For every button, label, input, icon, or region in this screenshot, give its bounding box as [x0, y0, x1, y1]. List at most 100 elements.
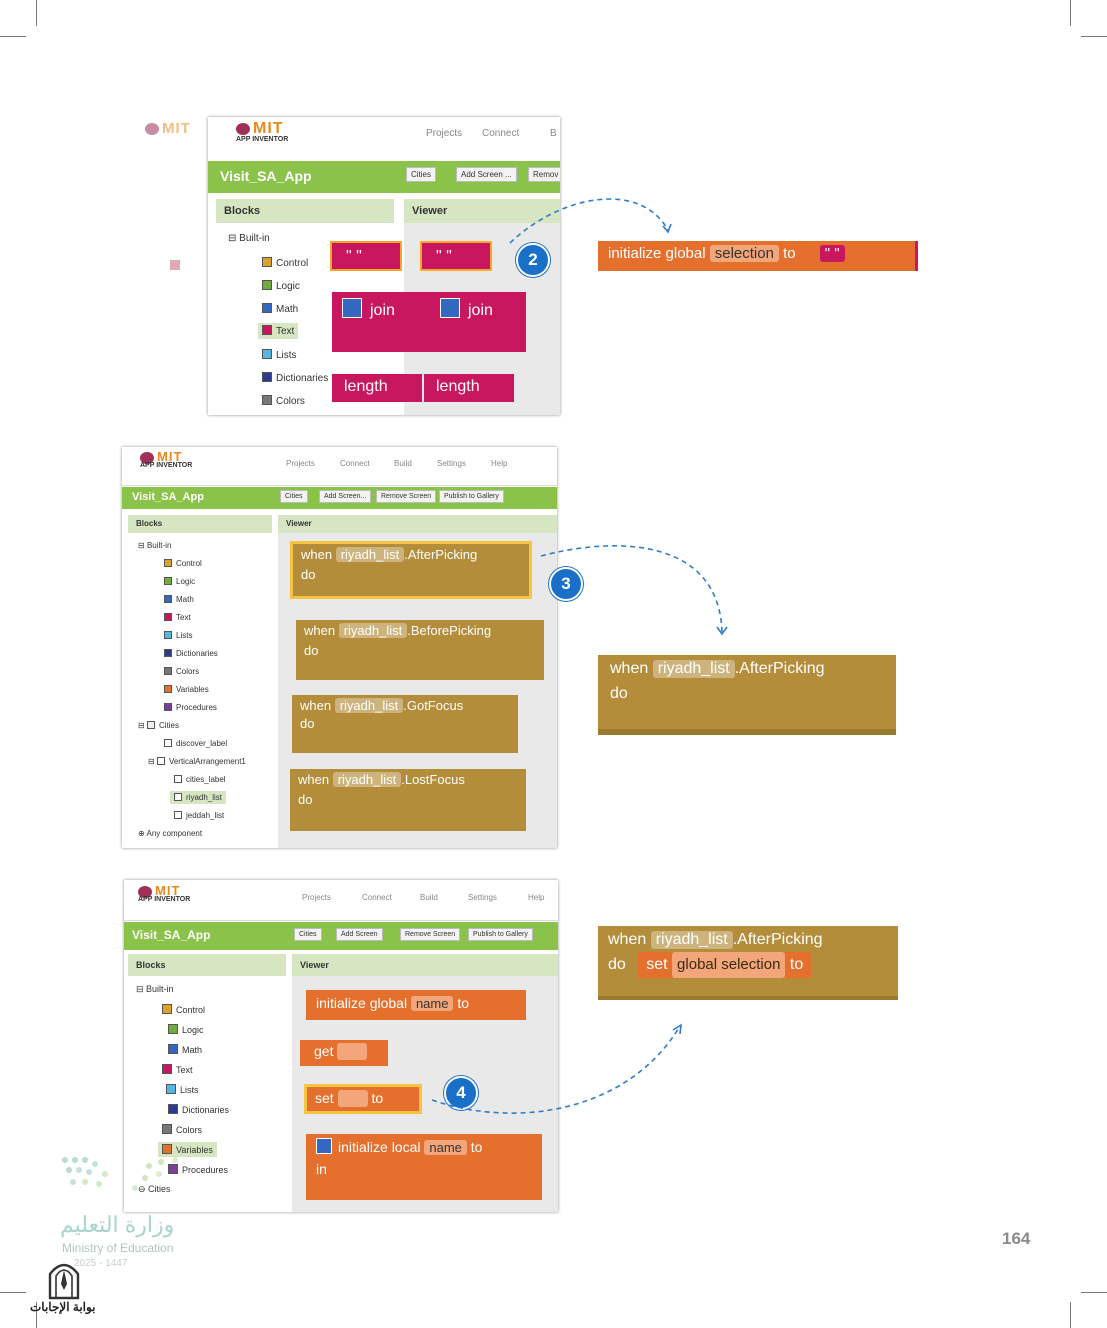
component-slot: riyadh_list [652, 660, 735, 678]
tree-item-variables[interactable]: Variables [164, 685, 209, 694]
text-string-block-dragged[interactable]: " " [420, 241, 492, 271]
colors-icon [262, 395, 272, 405]
watermark-emblem [44, 1256, 84, 1300]
publish-gallery-button[interactable]: Publish to Gallery [468, 928, 533, 941]
tree-screen-cities[interactable]: ⊖ Cities [138, 1184, 171, 1194]
step-badge-3: 3 [549, 567, 583, 601]
tree-component[interactable]: discover_label [164, 739, 227, 748]
math-icon [262, 303, 272, 313]
menu-build[interactable]: Build [420, 893, 438, 902]
global-selection-slot: global selection [672, 952, 786, 978]
tree-any-component[interactable]: ⊕ Any component [138, 829, 203, 838]
menu-connect[interactable]: Connect [362, 893, 392, 902]
tree-item-text[interactable]: Text [162, 1064, 193, 1075]
blocks-tree: ⊟ Built-in Control Logic Math Text Lists… [128, 533, 272, 848]
tree-item-dictionaries[interactable]: Dictionaries [164, 649, 218, 658]
menu-projects[interactable]: Projects [426, 128, 463, 139]
menu-projects[interactable]: Projects [302, 893, 331, 902]
tree-item-math[interactable]: Math [168, 1044, 202, 1055]
arrangement-icon [156, 757, 165, 765]
tree-item-procedures[interactable]: Procedures [164, 703, 217, 712]
add-screen-button[interactable]: Add Screen... [319, 490, 372, 503]
length-block[interactable]: length [332, 374, 422, 402]
initialize-global-block[interactable]: initialize global name to [306, 990, 526, 1020]
set-variable-block[interactable]: set to [304, 1084, 422, 1114]
tree-screen-cities[interactable]: ⊟ Cities [138, 721, 179, 730]
project-bar: Visit_SA_App Cities Add Screen ... Remov [208, 161, 560, 193]
lists-icon [166, 1084, 176, 1094]
tree-item-colors[interactable]: Colors [164, 667, 199, 676]
tree-item-dictionaries[interactable]: Dictionaries [168, 1104, 229, 1115]
tree-builtin[interactable]: ⊟ Built-in [228, 233, 270, 244]
screen-icon [146, 721, 155, 729]
menu-connect[interactable]: Connect [340, 459, 370, 468]
tree-builtin[interactable]: ⊟ Built-in [136, 984, 174, 994]
tree-item-dictionaries[interactable]: Dictionaries [262, 372, 328, 384]
remove-screen-button[interactable]: Remove Screen [376, 490, 437, 503]
arrow-step-3 [540, 544, 723, 634]
tree-item-logic[interactable]: Logic [168, 1024, 204, 1035]
tree-item-control[interactable]: Control [162, 1004, 205, 1015]
tree-builtin[interactable]: ⊟ Built-in [138, 541, 172, 550]
screen-dropdown[interactable]: Cities [280, 490, 308, 503]
join-block[interactable]: join [332, 292, 432, 352]
tree-item-colors[interactable]: Colors [262, 395, 305, 407]
menu-help[interactable]: Help [528, 893, 545, 902]
tree-item-lists[interactable]: Lists [262, 349, 297, 361]
gear-icon [440, 298, 460, 318]
tree-item-colors[interactable]: Colors [162, 1124, 202, 1135]
get-variable-block[interactable]: get [300, 1040, 388, 1066]
menu-settings[interactable]: Settings [468, 893, 497, 902]
menu-connect[interactable]: Connect [482, 128, 520, 139]
dictionaries-icon [262, 372, 272, 382]
blocks-header: Blocks [216, 199, 394, 223]
arrow-step-4 [431, 1025, 681, 1114]
dictionaries-icon [168, 1104, 178, 1114]
tree-item-control[interactable]: Control [164, 559, 202, 568]
tree-component[interactable]: cities_label [174, 775, 226, 784]
menu-build[interactable]: Build [394, 459, 412, 468]
add-screen-button[interactable]: Add Screen [336, 928, 383, 941]
publish-gallery-button[interactable]: Publish to Gallery [439, 490, 504, 503]
app-title: Visit_SA_App [220, 168, 312, 184]
length-block-dragged[interactable]: length [424, 374, 514, 402]
tree-item-lists[interactable]: Lists [166, 1084, 199, 1095]
tree-item-procedures[interactable]: Procedures [168, 1164, 228, 1175]
screen-dropdown[interactable]: Cities [406, 167, 437, 182]
crop-mark [36, 1302, 37, 1328]
add-screen-button[interactable]: Add Screen ... [456, 167, 517, 182]
tree-item-logic[interactable]: Logic [164, 577, 195, 586]
arrow-step-2 [509, 198, 669, 244]
remove-screen-button[interactable]: Remove Screen [400, 928, 461, 941]
tree-item-math[interactable]: Math [164, 595, 194, 604]
menu-settings[interactable]: Settings [437, 459, 466, 468]
tree-item-text[interactable]: Text [258, 323, 299, 339]
tree-item-lists[interactable]: Lists [164, 631, 192, 640]
remove-screen-button[interactable]: Remov [528, 167, 560, 182]
label-icon [174, 775, 182, 783]
screen-dropdown[interactable]: Cities [294, 928, 322, 941]
tree-item-math[interactable]: Math [262, 303, 298, 315]
menu-help[interactable]: Help [491, 459, 508, 468]
ministry-year: 2025 - 1447 [74, 1258, 128, 1269]
tree-item-variables[interactable]: Variables [158, 1142, 217, 1157]
tree-item-logic[interactable]: Logic [262, 280, 300, 292]
text-string-block[interactable]: " " [330, 241, 402, 271]
tree-item-text[interactable]: Text [164, 613, 191, 622]
tree-component[interactable]: jeddah_list [174, 811, 224, 820]
tree-item-control[interactable]: Control [262, 257, 308, 269]
tree-component[interactable]: ⊟ VerticalArrangement1 [148, 757, 246, 766]
arrow-head-icon [662, 223, 672, 234]
menu-build[interactable]: B [550, 128, 557, 139]
menu-projects[interactable]: Projects [286, 459, 315, 468]
arrow-head-icon [672, 1023, 682, 1035]
tree-component-selected[interactable]: riyadh_list [170, 791, 227, 804]
join-block-dragged[interactable]: join [430, 292, 526, 352]
